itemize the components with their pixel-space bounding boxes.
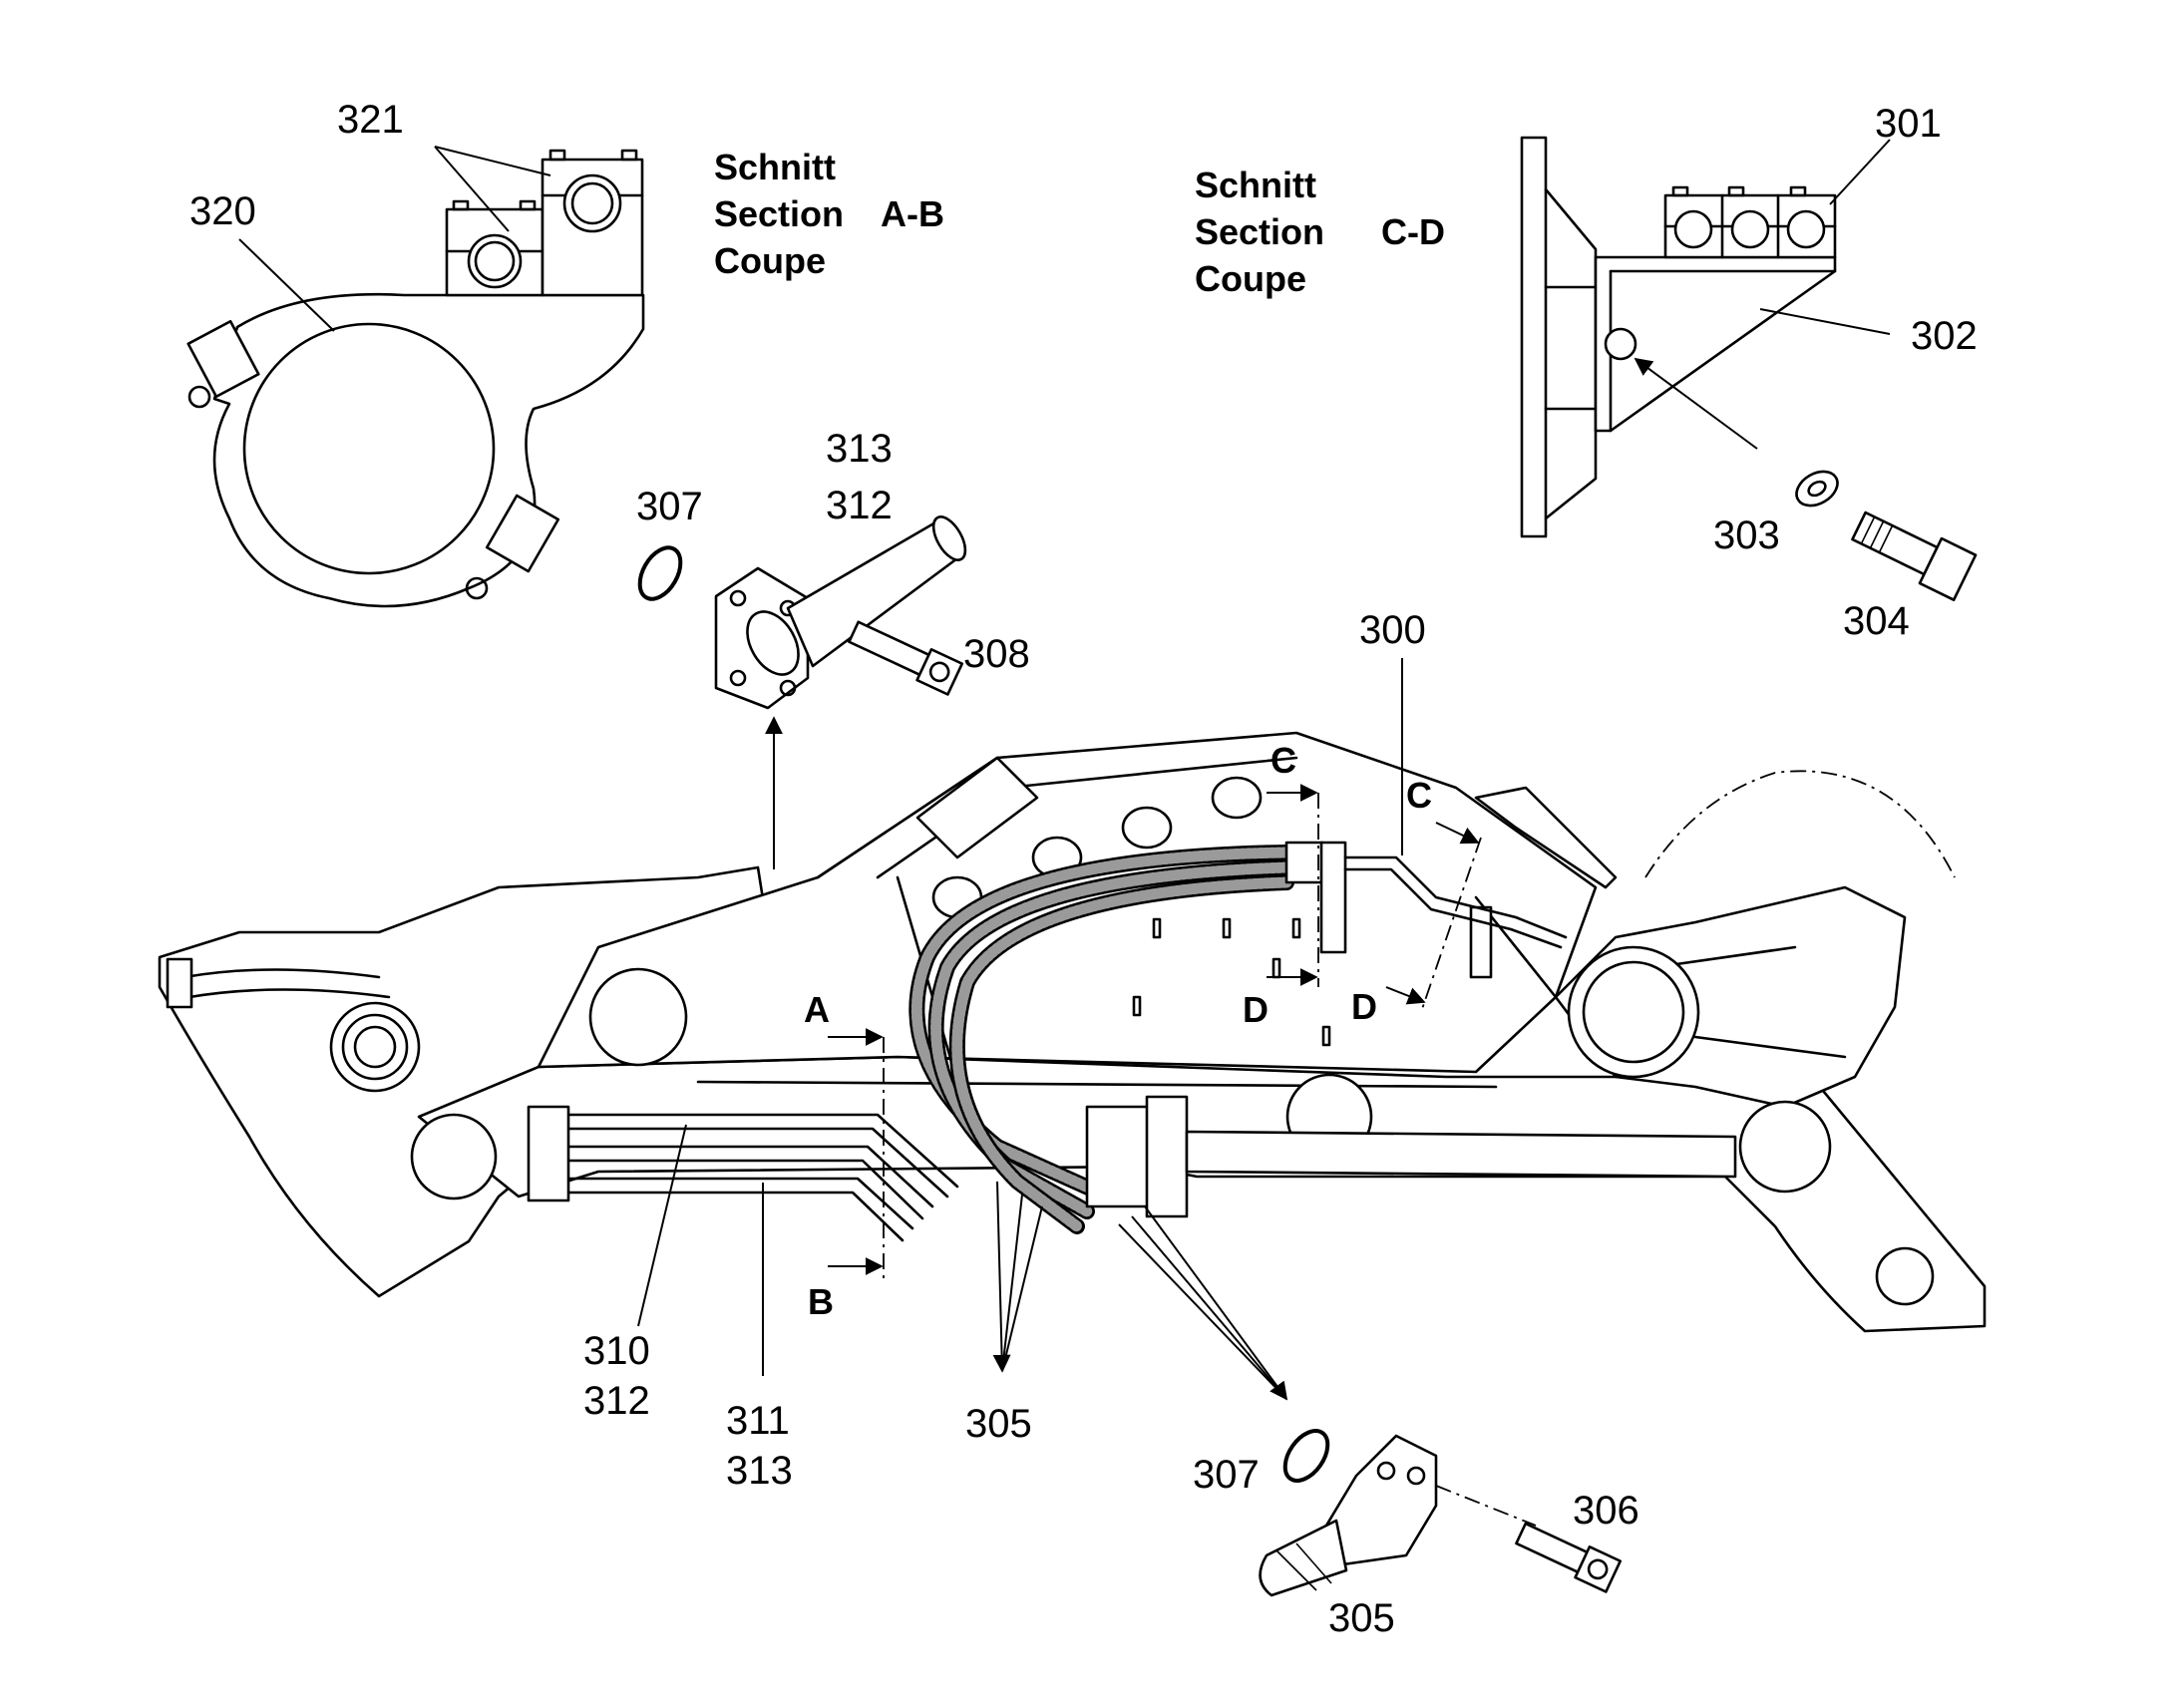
pin-boom xyxy=(588,967,688,1067)
section-cd-bracket-detail xyxy=(1520,136,1978,601)
svg-text:Section: Section xyxy=(1195,211,1324,252)
label-313-top: 313 xyxy=(826,427,893,471)
section-mark-labels: A B C C D D xyxy=(804,740,1432,1322)
label-312-top: 312 xyxy=(826,484,893,527)
section-cd-header: Schnitt Section C-D Coupe xyxy=(1195,165,1445,299)
label-305-main: 305 xyxy=(965,1402,1032,1446)
boom-assembly xyxy=(158,731,1987,1333)
pipe-300 xyxy=(1343,855,1568,939)
label-320: 320 xyxy=(189,189,256,233)
label-303: 303 xyxy=(1713,513,1780,557)
bolt-308 xyxy=(848,620,964,696)
pin-lower-left xyxy=(410,1113,498,1200)
washer-303 xyxy=(1795,470,1839,508)
boom-wall xyxy=(1520,136,1548,538)
hose-elbow-fitting xyxy=(1324,1434,1438,1567)
label-308: 308 xyxy=(963,632,1030,676)
label-304: 304 xyxy=(1843,599,1910,643)
svg-text:C-D: C-D xyxy=(1381,211,1445,252)
label-321: 321 xyxy=(337,98,404,142)
section-mark-d-left: D xyxy=(1243,989,1269,1030)
pipe-block-left xyxy=(527,1105,570,1202)
clamp-301-on-boom xyxy=(1319,841,1347,954)
label-310: 310 xyxy=(583,1329,650,1373)
bracket-bolt-end xyxy=(1604,327,1637,361)
section-cut-lines xyxy=(828,784,1482,1281)
pipe-310 xyxy=(546,1113,959,1189)
svg-text:Section: Section xyxy=(714,193,844,234)
pipe-311 xyxy=(546,1145,934,1208)
leader-lines xyxy=(238,139,1891,1376)
section-mark-d-right: D xyxy=(1351,986,1377,1027)
svg-text:A-B: A-B xyxy=(881,193,944,234)
boom-top-plate xyxy=(915,756,1039,859)
hose-end-detail-bottom xyxy=(992,1181,1623,1597)
label-307-bottom: 307 xyxy=(1193,1453,1260,1497)
section-mark-c-left: C xyxy=(1271,740,1296,781)
pin-lower-right xyxy=(1738,1100,1832,1194)
o-ring-307-bottom xyxy=(1282,1429,1330,1483)
pin-head xyxy=(1567,945,1700,1079)
part-number-labels: 321 320 301 302 303 304 313 312 307 308 … xyxy=(189,98,1978,1640)
clamp-ear-right xyxy=(485,494,560,573)
label-302: 302 xyxy=(1911,314,1978,358)
clamp-bolt-head xyxy=(187,385,211,409)
section-ab-header: Schnitt Section A-B Coupe xyxy=(714,147,944,281)
clamp-bolt-head xyxy=(465,576,489,600)
svg-text:Coupe: Coupe xyxy=(1195,258,1306,299)
svg-text:Schnitt: Schnitt xyxy=(714,147,836,187)
pipe-flange-detail-top xyxy=(637,515,967,869)
clamp-bore xyxy=(242,322,496,575)
o-ring-307-top xyxy=(637,545,683,601)
label-300: 300 xyxy=(1359,608,1426,652)
label-306: 306 xyxy=(1573,1489,1639,1533)
section-mark-a: A xyxy=(804,989,830,1030)
pipe-and-hose-routing xyxy=(527,841,1737,1242)
bolt-304 xyxy=(1851,511,1978,601)
section-mark-c-right: C xyxy=(1406,775,1432,816)
label-312-bottom: 312 xyxy=(583,1379,650,1423)
swing-radius-line xyxy=(1644,770,1956,878)
section-ab-clamp-detail xyxy=(186,149,645,608)
svg-text:Coupe: Coupe xyxy=(714,240,826,281)
label-307-top: 307 xyxy=(636,485,703,528)
section-mark-b: B xyxy=(808,1281,834,1322)
label-313-bottom: 313 xyxy=(726,1449,793,1493)
label-311: 311 xyxy=(726,1399,790,1443)
clamp-ear-left xyxy=(186,319,260,399)
svg-text:Schnitt: Schnitt xyxy=(1195,165,1316,205)
label-301: 301 xyxy=(1875,102,1942,146)
hose-305-end xyxy=(1259,1519,1348,1597)
bolt-306 xyxy=(1515,1522,1623,1593)
pin-lower-front xyxy=(1875,1246,1935,1306)
label-305-detail: 305 xyxy=(1328,1596,1395,1640)
